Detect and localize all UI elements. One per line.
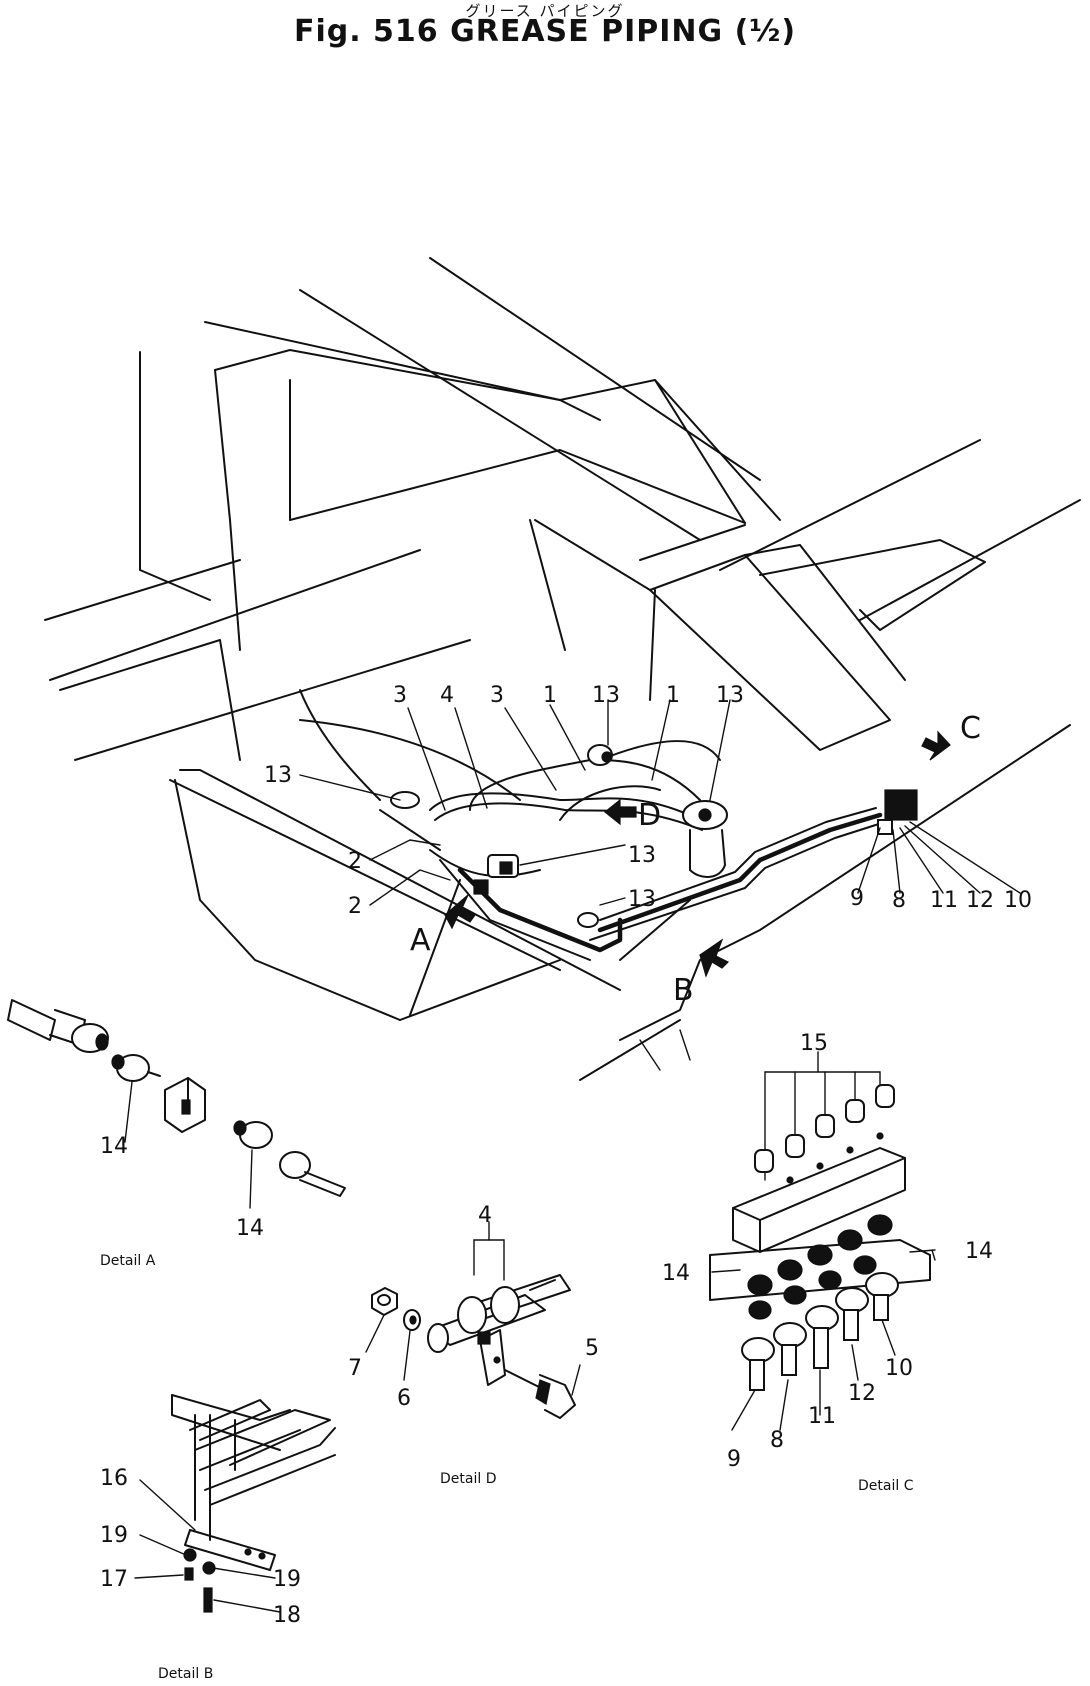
callout-number: 10 [1004, 888, 1032, 913]
callout-number: 13 [716, 683, 744, 708]
callout-number: 13 [628, 887, 656, 912]
callout-number: 8 [770, 1428, 784, 1453]
detail-c-caption: Detail C [858, 1478, 914, 1494]
callout-number: 14 [100, 1134, 128, 1159]
machine-frame-outline [44, 257, 1081, 1081]
callout-number: 14 [236, 1216, 264, 1241]
view-arrow-b: B [673, 938, 730, 1008]
callout-number: 14 [662, 1261, 690, 1286]
callout-number: 1 [543, 683, 557, 708]
callout-number: 17 [100, 1567, 128, 1592]
callout-number: 9 [727, 1447, 741, 1472]
detail-a-caption: Detail A [100, 1253, 156, 1269]
callout-number: 11 [808, 1404, 836, 1429]
main-callout-leaders [299, 699, 1021, 906]
callout-number: 2 [348, 894, 362, 919]
callout-number: 4 [440, 683, 454, 708]
view-arrow-label: C [960, 711, 981, 746]
detail-b-caption: Detail B [158, 1666, 213, 1682]
callout-number: 12 [966, 888, 994, 913]
figure-title: Fig. 516 GREASE PIPING (½) [293, 14, 797, 49]
callout-number: 15 [800, 1031, 828, 1056]
callout-number: 8 [892, 888, 906, 913]
callout-number: 12 [848, 1381, 876, 1406]
detail-c-drawing: 15 [662, 1031, 993, 1494]
callout-number: 1 [666, 683, 680, 708]
detail-d-drawing: 4 5 7 6 Detail [348, 1203, 599, 1487]
callout-number: 19 [100, 1523, 128, 1548]
callout-number: 16 [100, 1466, 128, 1491]
callout-number: 5 [585, 1336, 599, 1361]
callout-number: 11 [930, 888, 958, 913]
view-arrow-label: D [638, 798, 661, 833]
view-arrow-label: B [673, 973, 694, 1008]
view-arrow-d: D [604, 798, 661, 833]
callout-number: 3 [490, 683, 504, 708]
detail-a-drawing: 14 14 Detail A [7, 999, 346, 1269]
callout-number: 13 [628, 843, 656, 868]
callout-number: 10 [885, 1356, 913, 1381]
callout-number: 3 [393, 683, 407, 708]
view-arrow-label: A [410, 923, 431, 958]
callout-number: 6 [397, 1386, 411, 1411]
callout-number: 18 [273, 1603, 301, 1628]
japanese-title: グリース パイピング [465, 2, 625, 20]
view-arrow-a: A [410, 894, 476, 958]
detail-d-caption: Detail D [440, 1471, 496, 1487]
callout-number: 19 [273, 1567, 301, 1592]
callout-number: 13 [592, 683, 620, 708]
callout-number: 4 [478, 1203, 492, 1228]
grease-hose-bundle [379, 740, 918, 961]
callout-number: 14 [965, 1239, 993, 1264]
callout-number: 9 [850, 886, 864, 911]
callout-number: 7 [348, 1356, 362, 1381]
callout-number: 13 [264, 763, 292, 788]
view-arrow-c: C [921, 711, 981, 761]
detail-b-drawing: 16 19 17 19 18 Detail B [100, 1394, 336, 1682]
main-callout-numbers: 3 4 3 1 13 1 13 13 2 2 13 13 9 8 11 12 1… [264, 683, 1032, 919]
callout-number: 2 [348, 849, 362, 874]
